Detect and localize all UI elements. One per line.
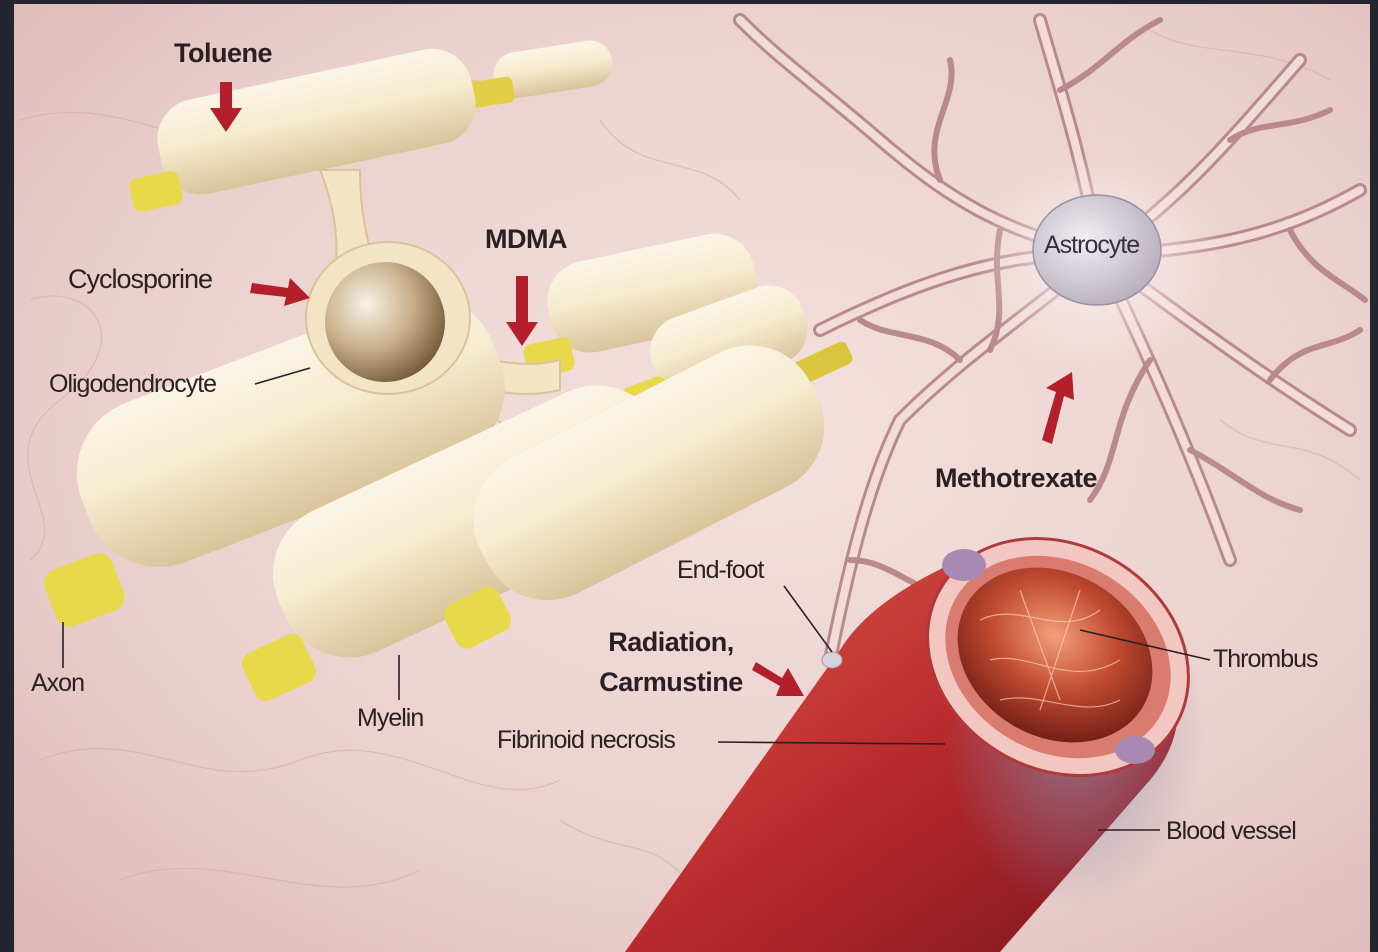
radiation-line2: Carmustine (596, 662, 746, 702)
radiation-carmustine-label: Radiation, Carmustine (596, 622, 746, 702)
astrocyte-label: Astrocyte (1044, 231, 1139, 260)
thrombus-label: Thrombus (1213, 645, 1318, 674)
myelin-label: Myelin (357, 704, 423, 733)
methotrexate-label: Methotrexate (935, 463, 1097, 494)
toluene-label: Toluene (174, 38, 272, 69)
radiation-line1: Radiation, (596, 622, 746, 662)
mdma-label: MDMA (485, 224, 567, 255)
fibrinoid-necrosis-label: Fibrinoid necrosis (497, 726, 675, 755)
blood-vessel-label: Blood vessel (1166, 817, 1296, 846)
end-foot-label: End-foot (677, 556, 764, 585)
oligodendrocyte-label: Oligodendrocyte (49, 370, 216, 399)
cyclosporine-label: Cyclosporine (68, 264, 212, 295)
axon-label: Axon (31, 669, 84, 698)
